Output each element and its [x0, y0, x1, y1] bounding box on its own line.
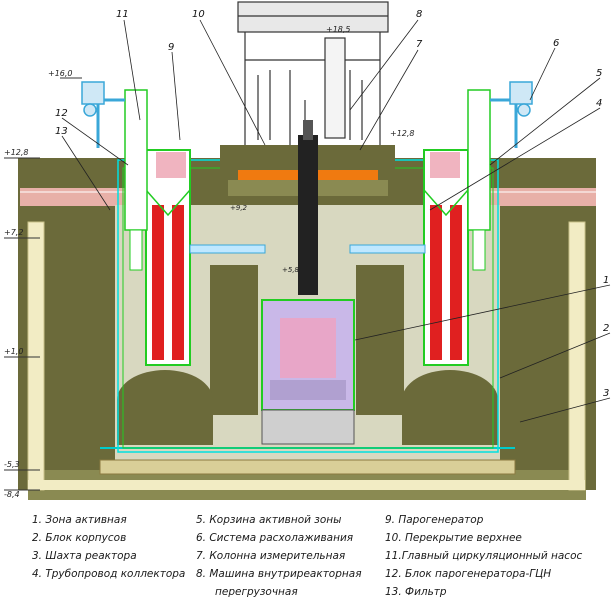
cooldown-system-left — [81, 81, 125, 148]
main-circulation-pump-right — [467, 89, 491, 271]
callout-9: 9 — [168, 42, 174, 53]
callout-12: 12 — [55, 108, 68, 119]
legend-item-10: 10. Перекрытие верхнее — [385, 532, 522, 544]
refueling-machine — [237, 1, 389, 145]
collector-pipe-left — [189, 244, 266, 254]
legend-item-13: 13. Фильтр — [385, 586, 447, 598]
elev-plus-18-5: +18,5 — [326, 25, 351, 34]
callout-10: 10 — [192, 9, 205, 20]
callout-13: 13 — [55, 126, 68, 137]
elevation-markers — [4, 77, 82, 491]
callout-8: 8 — [416, 9, 422, 20]
legend-item-1: 1. Зона активная — [32, 514, 127, 526]
callout-7: 7 — [416, 39, 423, 50]
elev-plus-1-0: +1,0 — [4, 347, 23, 356]
elev-plus-12-8-left: +12,8 — [4, 148, 29, 157]
legend: 1. Зона активная 2. Блок корпусов 3. Шах… — [0, 505, 613, 600]
steam-generator-left — [145, 149, 191, 366]
instrument-column — [298, 135, 318, 295]
legend-item-11: 11.Главный циркуляционный насос — [385, 550, 583, 562]
collector-pipe-right — [349, 244, 426, 254]
callout-6: 6 — [553, 38, 559, 49]
reactor-cross-section-diagram: +18,5 +16,0 +12,8 +12,8 +9,2 +7,2 +5,8 +… — [4, 1, 611, 500]
elev-plus-7-2: +7,2 — [4, 228, 23, 237]
callout-5: 5 — [596, 68, 602, 79]
legend-item-8-cont: перегрузочная — [215, 586, 298, 598]
legend-item-2: 2. Блок корпусов — [32, 532, 127, 544]
pit-wall-left — [27, 221, 45, 491]
duct-band-right — [486, 188, 596, 206]
callout-leaders — [61, 19, 611, 423]
active-zone — [280, 318, 336, 378]
legend-item-3: 3. Шахта реактора — [32, 550, 137, 562]
bottom-trench — [99, 459, 516, 475]
legend-item-8: 8. Машина внутриреакторная — [196, 568, 362, 580]
callout-1: 1 — [603, 275, 609, 286]
duct-band-left — [20, 188, 130, 206]
callout-4: 4 — [596, 98, 602, 109]
legend-item-6: 6. Система расхолаживания — [196, 532, 354, 544]
callout-2: 2 — [603, 323, 609, 334]
elev-plus-16-0: +16,0 — [48, 69, 73, 78]
legend-item-12: 12. Блок парогенератора-ГЦН — [385, 568, 552, 580]
pit-wall-right — [568, 221, 586, 491]
legend-item-5: 5. Корзина активной зоны — [196, 514, 342, 526]
callout-11: 11 — [116, 9, 129, 20]
elev-plus-5-8: +5,8 — [282, 266, 300, 274]
legend-item-7: 7. Колонна измерительная — [196, 550, 346, 562]
elev-plus-9-2: +9,2 — [230, 204, 248, 212]
elev-plus-12-8-right: +12,8 — [390, 129, 415, 138]
elev-minus-8-4: -8,4 — [4, 490, 20, 499]
steam-generator-right — [423, 149, 469, 366]
main-circulation-pump-left — [124, 89, 148, 271]
elev-minus-5-3: -5,3 — [4, 460, 20, 469]
legend-item-9: 9. Парогенератор — [385, 514, 484, 526]
legend-item-4: 4. Трубопровод коллектора — [32, 568, 186, 580]
cooldown-system-right — [490, 81, 533, 148]
callout-3: 3 — [603, 388, 609, 399]
